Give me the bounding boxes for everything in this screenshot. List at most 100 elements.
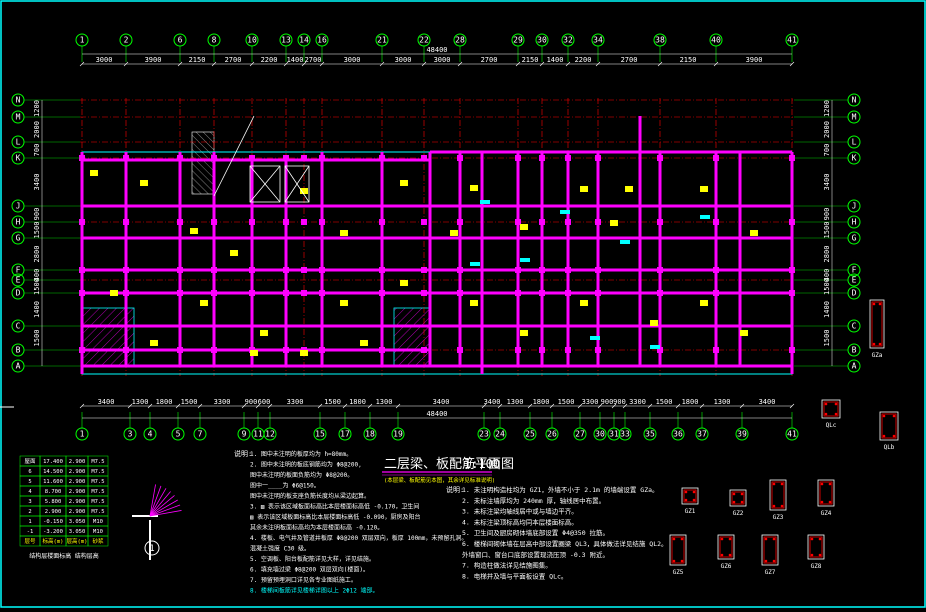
level-cell-5-3: M7.5	[91, 509, 104, 515]
axis-bubble-right-N: N	[847, 93, 861, 107]
level-cell-1-0: 6	[28, 469, 31, 475]
axis-bubble-left-H: H	[11, 215, 25, 229]
section-gz6-label: GZ6	[721, 563, 732, 570]
svg-text:5: 5	[176, 430, 181, 439]
section-gza-label: GZa	[872, 352, 883, 359]
svg-text:40: 40	[711, 36, 721, 45]
top-overall-dim: 48400	[426, 46, 447, 54]
level-cell-5-1: 2.900	[45, 509, 62, 515]
axis-bubble-bottom-1: 1	[75, 427, 89, 441]
level-cell-3-3: M7.5	[91, 489, 104, 495]
section-gz4: GZ4	[817, 479, 835, 517]
section-gz2-label: GZ2	[733, 510, 744, 517]
axis-bubble-right-L: L	[847, 135, 861, 149]
svg-text:16: 16	[317, 36, 327, 45]
section-gz7-label: GZ7	[765, 569, 776, 576]
level-cell-2-0: 5	[28, 479, 31, 485]
svg-text:11: 11	[253, 430, 263, 439]
axis-bubble-left-D: D	[11, 286, 25, 300]
stair-zone	[191, 131, 215, 195]
plan-title: 二层梁、板配筋平面图	[384, 456, 514, 472]
svg-text:9: 9	[242, 430, 247, 439]
axis-bubble-top-6: 6	[173, 33, 187, 47]
svg-text:32: 32	[563, 36, 573, 45]
section-gz1: GZ1	[681, 487, 699, 515]
section-gz7: GZ7	[761, 534, 779, 576]
svg-text:E: E	[852, 276, 857, 285]
level-cell-0-2: 2.900	[69, 459, 86, 465]
svg-text:B: B	[16, 346, 21, 355]
level-cell-6-1: -0.150	[43, 519, 63, 525]
plan-subtitle: (本层梁、板配筋见本图，其余详见标准说明)	[384, 476, 495, 484]
axis-bubble-bottom-26: 26	[545, 427, 559, 441]
bottom-dim-21: 1800	[682, 398, 699, 406]
level-cell-4-2: 2.900	[69, 499, 86, 505]
svg-text:J: J	[852, 202, 857, 211]
right-dim-7: 400	[823, 269, 831, 282]
level-cell-7-1: -3.200	[43, 529, 63, 535]
svg-text:H: H	[16, 218, 21, 227]
left-dim-5: 1500	[33, 222, 41, 239]
note-right-5: 6. 楼梯间砌体墙在层高中部设置圈梁 QL3，具体做法详见结施 QL2。	[462, 539, 668, 548]
axis-bubble-right-K: K	[847, 151, 861, 165]
level-cell-2-2: 2.900	[69, 479, 86, 485]
svg-text:28: 28	[455, 36, 465, 45]
bottom-dim-1: 1300	[132, 398, 149, 406]
svg-text:D: D	[852, 289, 857, 298]
axis-bubble-bottom-5: 5	[171, 427, 185, 441]
axis-bubble-bottom-33: 33	[618, 427, 632, 441]
svg-text:39: 39	[737, 430, 747, 439]
left-dim-8: 1500	[33, 278, 41, 295]
level-cell-3-1: 8.700	[45, 489, 62, 495]
level-cell-8-3: 砂浆	[92, 537, 104, 545]
note-left-13: 8. 楼梯间板筋详见楼梯详图以上 2Φ12 端部。	[250, 587, 379, 595]
svg-text:33: 33	[620, 430, 630, 439]
svg-text:35: 35	[645, 430, 655, 439]
bottom-dim-15: 1500	[558, 398, 575, 406]
axis-bubble-left-B: B	[11, 343, 25, 357]
right-dim-10: 1500	[823, 330, 831, 347]
level-cell-3-0: 4	[28, 489, 32, 495]
svg-text:17: 17	[340, 430, 350, 439]
axis-bubble-bottom-25: 25	[523, 427, 537, 441]
left-dim-9: 1400	[33, 301, 41, 318]
section-gz5: GZ5	[669, 534, 687, 576]
axis-bubble-top-28: 28	[453, 33, 467, 47]
axis-bubble-top-1: 1	[75, 33, 89, 47]
bottom-dim-11: 3400	[433, 398, 450, 406]
axis-bubble-left-M: M	[11, 110, 25, 124]
level-cell-8-0: 层号	[24, 538, 36, 545]
axis-bubble-bottom-31: 31	[607, 427, 621, 441]
note-left-1: 2. 图中未注明的板底钢筋均为 Φ8@200,	[250, 461, 362, 469]
svg-text:C: C	[16, 322, 21, 331]
right-dim-0: 1200	[823, 100, 831, 117]
bottom-dim-5: 900	[245, 398, 258, 406]
detail-marker: 1	[149, 544, 154, 554]
level-cell-1-1: 14.500	[43, 469, 63, 475]
note-left-12: 7. 预留预埋洞口详见各专业图纸施工。	[250, 576, 357, 584]
right-dim-2: 700	[823, 144, 831, 157]
axis-bubble-right-H: H	[847, 215, 861, 229]
svg-text:37: 37	[697, 430, 707, 439]
svg-text:1: 1	[80, 430, 85, 439]
svg-text:36: 36	[673, 430, 683, 439]
axis-bubble-bottom-9: 9	[237, 427, 251, 441]
rebar-detail: 1	[132, 484, 182, 560]
level-cell-1-3: M7.5	[91, 469, 104, 475]
level-cell-2-3: M7.5	[91, 479, 104, 485]
svg-text:H: H	[852, 218, 857, 227]
section-gz8-label: GZ8	[811, 563, 822, 570]
axis-bubble-bottom-15: 15	[313, 427, 327, 441]
axis-bubble-right-E: E	[847, 273, 861, 287]
bottom-dim-4: 3300	[214, 398, 231, 406]
axis-bubble-left-K: K	[11, 151, 25, 165]
section-qlc-label: QLc	[826, 422, 837, 429]
left-dim-6: 2800	[33, 246, 41, 263]
axis-bubble-right-B: B	[847, 343, 861, 357]
left-dim-4: 900	[33, 208, 41, 221]
svg-text:M: M	[852, 113, 857, 122]
axis-bubble-bottom-3: 3	[123, 427, 137, 441]
